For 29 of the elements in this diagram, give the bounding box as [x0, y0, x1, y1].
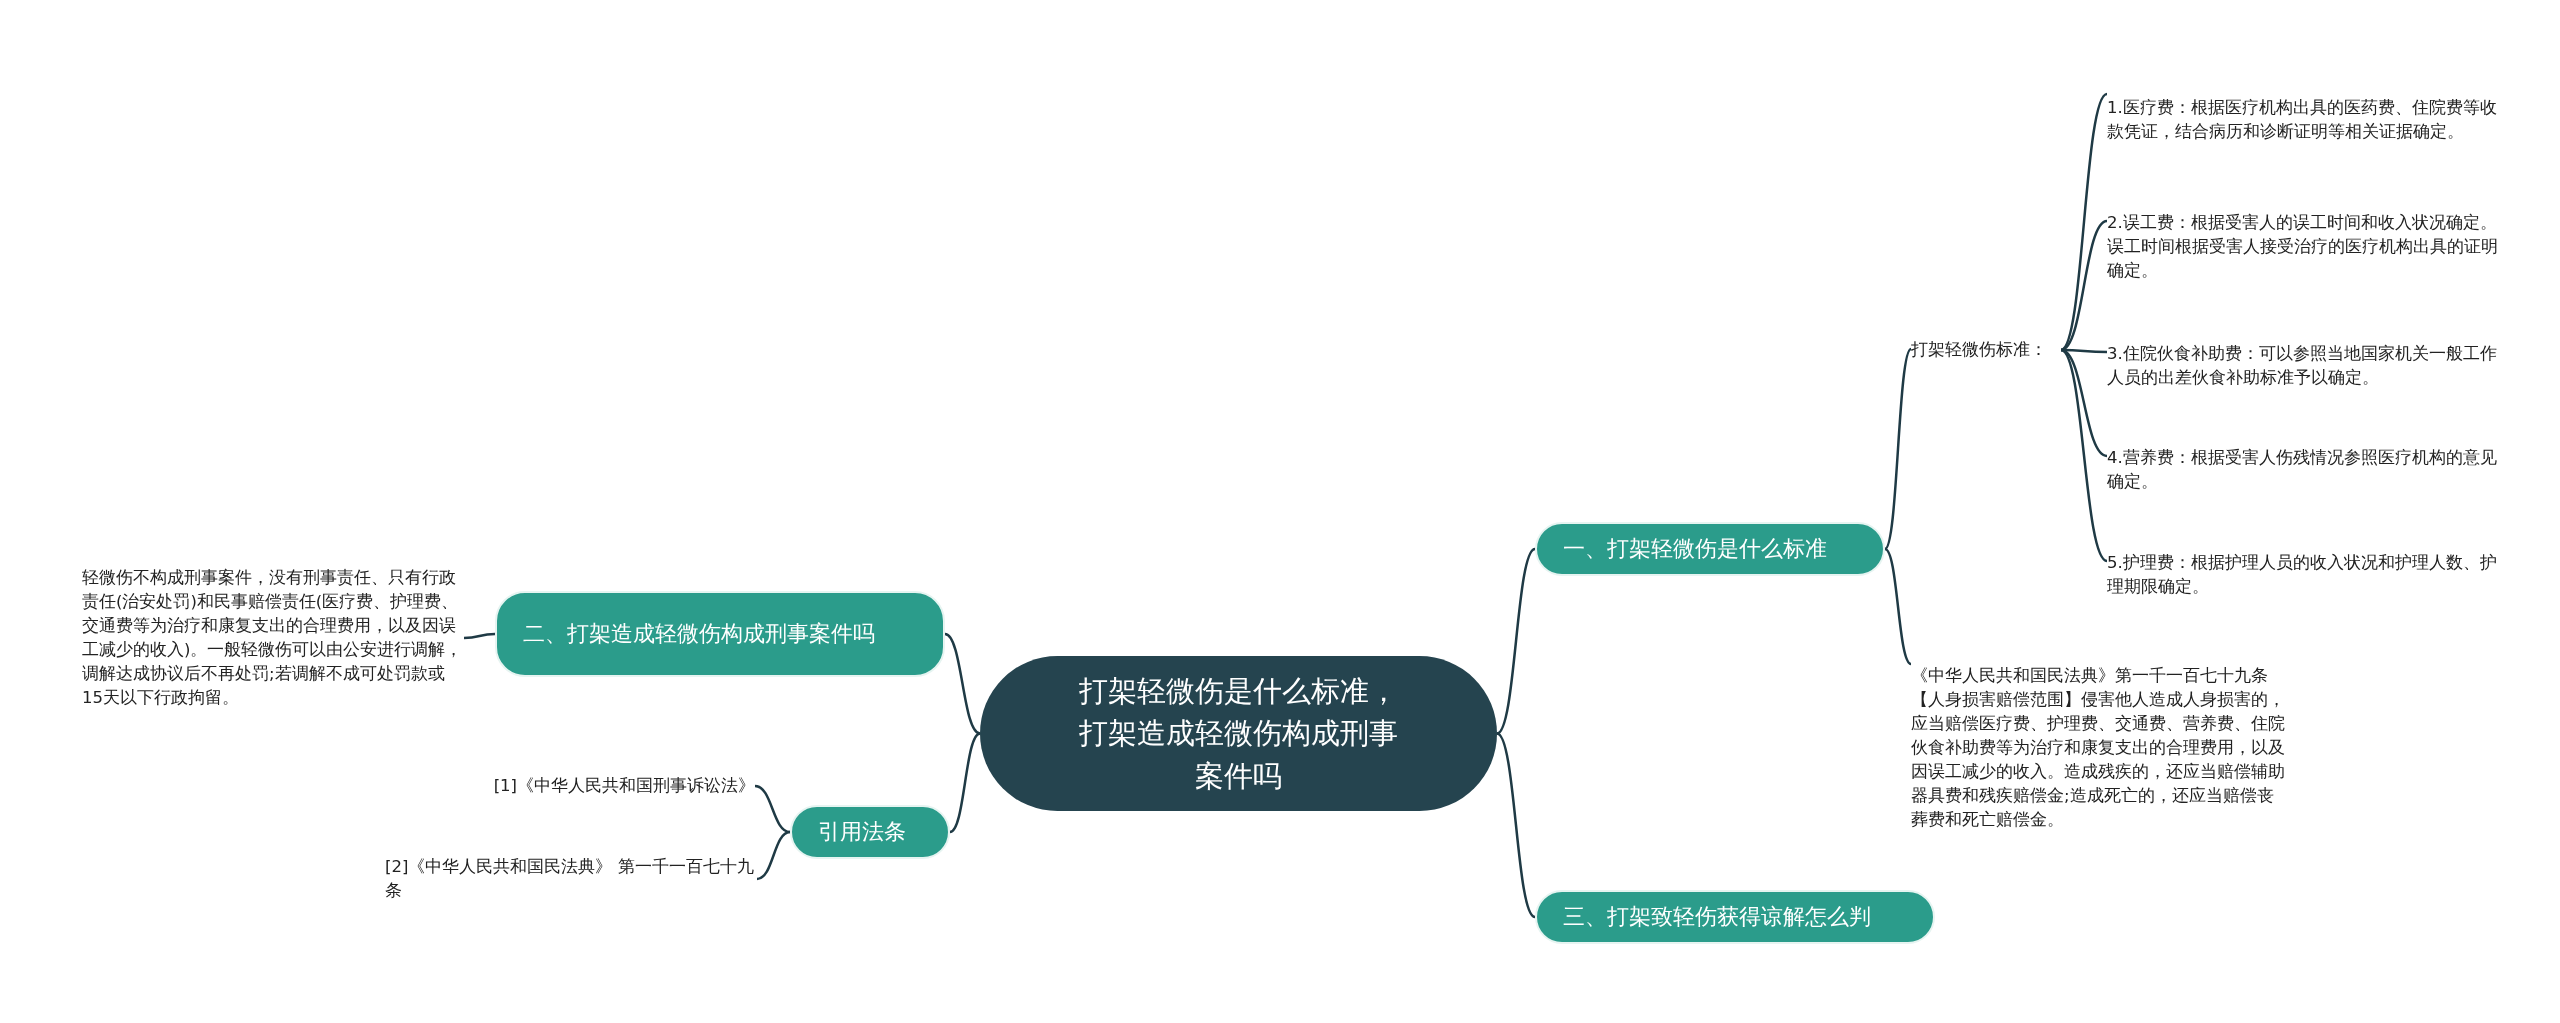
- connector-line: [2060, 219, 2108, 352]
- leaf-text: 5.护理费：根据护理人员的收入状况和护理人数、护理期限确定。: [2107, 549, 2507, 601]
- leaf-text: 轻微伤不构成刑事案件，没有刑事责任、只有行政责任(治安处罚)和民事赔偿责任(医疗费、护理费、交通费等为治疗和康复支出的合理费用，以及因误工减少的收入)。一般轻微伤可以由公安进行调解，调解达成协议后不再处罚;若调解不成可处罚款或15天以下行政拘留。: [82, 552, 464, 724]
- leaf-text: 4.营养费：根据受害人伤残情况参照医疗机构的意见确定。: [2107, 444, 2507, 496]
- citation-text: [2]《中华人民共和国民法典》 第一千一百七十九条: [385, 852, 757, 906]
- leaf-text: 1.医疗费：根据医疗机构出具的医药费、住院费等收款凭证，结合病历和诊断证明等相关证据确定。: [2107, 82, 2507, 158]
- connector-line: [463, 632, 496, 640]
- topic-pill: 引用法条: [790, 805, 950, 859]
- topic-pill: 一、打架轻微伤是什么标准: [1535, 522, 1885, 576]
- leaf-text: 2.误工费：根据受害人的误工时间和收入状况确定。误工时间根据受害人接受治疗的医疗机构出具的证明确定。: [2107, 209, 2507, 285]
- connector-line: [1884, 548, 1912, 665]
- leaf-text: 3.住院伙食补助费：可以参照当地国家机关一般工作人员的出差伙食补助标准予以确定。: [2107, 340, 2507, 392]
- connector-line: [754, 784, 791, 834]
- central-topic: 打架轻微伤是什么标准，打架造成轻微伤构成刑事案件吗: [980, 656, 1497, 811]
- connector-line: [2060, 349, 2108, 562]
- connector-line: [2060, 93, 2108, 351]
- topic-pill: 二、打架造成轻微伤构成刑事案件吗: [495, 591, 945, 677]
- connector-line: [2060, 348, 2108, 458]
- connector-line: [1884, 348, 1912, 550]
- subtopic-text: 打架轻微伤标准：: [1911, 333, 2061, 367]
- connector-line: [949, 732, 981, 834]
- leaf-text: 《中华人民共和国民法典》第一千一百七十九条【人身损害赔偿范围】侵害他人造成人身损害的，应当赔偿医疗费、护理费、交通费、营养费、住院伙食补助费等为治疗和康复支出的合理费用，以及因误工减少的收入。造成残疾的，还应当赔偿辅助器具费和残疾赔偿金;造成死亡的，还应当赔偿丧葬费和死亡赔偿金。: [1911, 652, 2286, 844]
- citation-text: [1]《中华人民共和国刑事诉讼法》: [430, 772, 755, 800]
- topic-pill: 三、打架致轻伤获得谅解怎么判: [1535, 890, 1935, 944]
- connector-line: [1496, 548, 1536, 735]
- connector-line: [2061, 348, 2107, 354]
- connector-line: [1496, 732, 1536, 918]
- connector-line: [756, 830, 791, 881]
- connector-line: [944, 632, 981, 735]
